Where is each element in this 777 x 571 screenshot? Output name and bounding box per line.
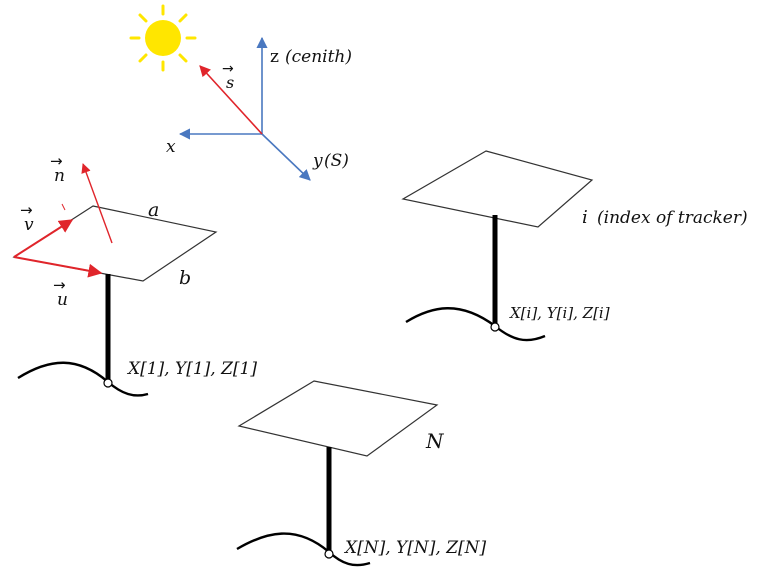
sun-vector-arrow-glyph: → — [222, 61, 234, 77]
y-axis-label: y — [312, 151, 323, 171]
tracker-i-coordinates: X[i], Y[i], Z[i] — [509, 304, 610, 322]
tracker-n-ground — [236, 532, 371, 567]
v-vector-arrow-glyph: → — [20, 201, 33, 219]
u-vector-label: u — [57, 290, 68, 310]
v-vector-label: v — [24, 215, 34, 235]
tracker-i-base-point — [490, 322, 500, 332]
normal-vector-label: n — [54, 166, 65, 186]
panel-side-b-label: b — [179, 267, 191, 289]
tracker-n-coordinates: X[N], Y[N], Z[N] — [343, 538, 487, 558]
tracker-n-label: N — [425, 429, 445, 453]
coordinate-axes — [178, 36, 311, 181]
tracker-1 — [12, 163, 218, 397]
tracker-n — [236, 380, 439, 567]
tracker-1-u-vector — [13, 256, 103, 278]
sun-vector-label: s — [226, 73, 234, 92]
tracker-1-coordinates: X[1], Y[1], Z[1] — [126, 359, 257, 379]
tracker-1-normal-vector — [81, 163, 113, 244]
tracker-i-ground — [405, 307, 546, 342]
tracker-1-base-point — [103, 378, 113, 388]
tracker-n-base-point — [324, 549, 334, 559]
tracker-i-panel — [401, 150, 594, 228]
x-axis-label: x — [166, 137, 176, 157]
tracker-i-label: i — [582, 207, 588, 228]
panel-side-a-label: a — [148, 199, 159, 221]
tracker-n-panel — [237, 380, 439, 457]
z-axis-label: z — [270, 47, 279, 67]
tracker-i-note: (index of tracker) — [597, 208, 748, 228]
tracker-1-v-vector — [13, 219, 74, 258]
y-axis-note: (S) — [324, 151, 349, 171]
sun-icon — [129, 4, 197, 72]
tracker-i — [401, 150, 594, 342]
normal-vector-arrow-glyph: → — [50, 152, 63, 170]
tracker-1-ground — [17, 361, 149, 397]
z-axis-note: (cenith) — [285, 47, 352, 67]
sun-vector — [199, 65, 263, 135]
y-axis — [261, 133, 311, 181]
u-vector-arrow-glyph: → — [53, 276, 66, 294]
tracker-1-minor-stroke — [61, 203, 66, 211]
